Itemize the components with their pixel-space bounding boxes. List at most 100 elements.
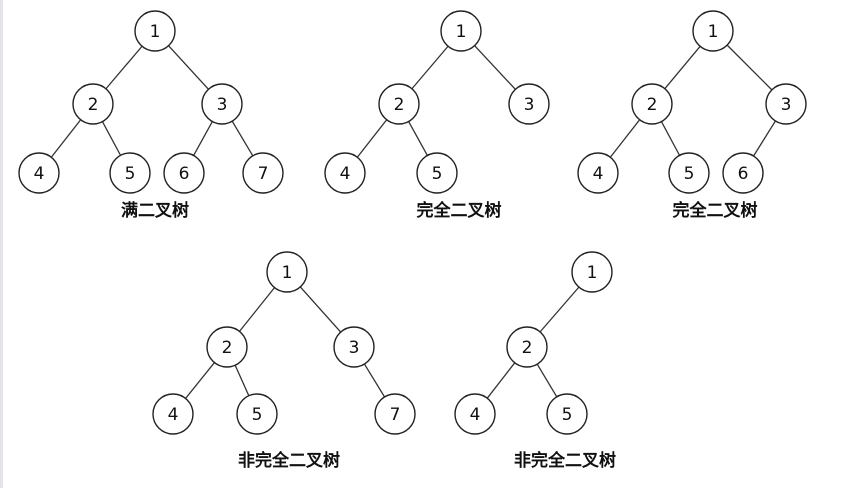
tree-node: 2 bbox=[506, 326, 548, 368]
node-circle bbox=[765, 83, 807, 125]
tree-edge bbox=[105, 45, 143, 90]
tree-edge bbox=[536, 363, 558, 398]
tree-edge bbox=[411, 45, 449, 90]
node-label: 5 bbox=[432, 164, 443, 184]
tree-edge bbox=[726, 44, 773, 91]
tree-edge bbox=[609, 119, 641, 158]
tree-node: 2 bbox=[206, 326, 248, 368]
tree-node: 6 bbox=[163, 152, 205, 194]
node-label: 2 bbox=[647, 95, 658, 115]
node-label: 1 bbox=[587, 263, 598, 283]
tree-edge bbox=[168, 45, 209, 90]
tree-node: 5 bbox=[109, 152, 151, 194]
tree-node: 4 bbox=[324, 152, 366, 194]
node-circle bbox=[236, 393, 278, 435]
node-circle bbox=[242, 152, 284, 194]
node-label: 1 bbox=[456, 22, 467, 42]
node-circle bbox=[440, 10, 482, 52]
tree-node: 5 bbox=[668, 152, 710, 194]
node-circle bbox=[333, 326, 375, 368]
node-circle bbox=[454, 393, 496, 435]
tree-caption: 非完全二叉树 bbox=[514, 450, 616, 471]
tree-node: 1 bbox=[571, 251, 613, 293]
node-circle bbox=[374, 393, 416, 435]
node-label: 4 bbox=[593, 164, 604, 184]
tree-node: 4 bbox=[18, 152, 60, 194]
tree-edge bbox=[356, 119, 388, 158]
node-circle bbox=[631, 83, 673, 125]
node-label: 3 bbox=[349, 338, 360, 358]
node-circle bbox=[508, 83, 550, 125]
left-border bbox=[0, 0, 3, 488]
node-label: 5 bbox=[252, 405, 263, 425]
tree-node: 5 bbox=[416, 152, 458, 194]
node-circle bbox=[266, 251, 308, 293]
tree-caption: 满二叉树 bbox=[121, 200, 189, 221]
node-label: 5 bbox=[684, 164, 695, 184]
tree-node: 3 bbox=[765, 83, 807, 125]
tree-node: 2 bbox=[631, 83, 673, 125]
tree-node: 6 bbox=[722, 152, 764, 194]
node-label: 2 bbox=[522, 338, 533, 358]
tree-node: 3 bbox=[201, 83, 243, 125]
tree-node: 5 bbox=[236, 393, 278, 435]
tree-edge bbox=[185, 362, 215, 399]
node-circle bbox=[324, 152, 366, 194]
node-label: 3 bbox=[524, 95, 535, 115]
node-label: 4 bbox=[168, 405, 179, 425]
tree-edge bbox=[50, 119, 82, 158]
tree-edge bbox=[231, 120, 254, 157]
node-label: 3 bbox=[781, 95, 792, 115]
tree-edge bbox=[539, 286, 580, 333]
node-circle bbox=[378, 83, 420, 125]
node-label: 2 bbox=[222, 338, 233, 358]
node-circle bbox=[206, 326, 248, 368]
node-circle bbox=[134, 10, 176, 52]
tree-node: 3 bbox=[508, 83, 550, 125]
node-label: 3 bbox=[217, 95, 228, 115]
node-label: 2 bbox=[88, 95, 99, 115]
node-label: 2 bbox=[394, 95, 405, 115]
tree-edge bbox=[299, 286, 342, 333]
node-circle bbox=[152, 393, 194, 435]
tree-node: 7 bbox=[242, 152, 284, 194]
node-label: 4 bbox=[470, 405, 481, 425]
tree-caption: 非完全二叉树 bbox=[238, 450, 340, 471]
node-label: 7 bbox=[390, 405, 401, 425]
captions: 满二叉树完全二叉树完全二叉树非完全二叉树非完全二叉树 bbox=[121, 200, 758, 471]
tree-node: 7 bbox=[374, 393, 416, 435]
tree-node: 4 bbox=[454, 393, 496, 435]
edges bbox=[50, 44, 776, 399]
node-circle bbox=[692, 10, 734, 52]
tree-node: 3 bbox=[333, 326, 375, 368]
tree-edge bbox=[193, 121, 213, 156]
tree-node: 5 bbox=[546, 393, 588, 435]
tree-node: 2 bbox=[72, 83, 114, 125]
tree-node: 4 bbox=[577, 152, 619, 194]
node-circle bbox=[577, 152, 619, 194]
tree-edge bbox=[664, 45, 701, 90]
node-circle bbox=[571, 251, 613, 293]
node-label: 5 bbox=[562, 405, 573, 425]
tree-edge bbox=[408, 121, 428, 156]
tree-edge bbox=[363, 363, 386, 398]
node-label: 4 bbox=[340, 164, 351, 184]
node-circle bbox=[668, 152, 710, 194]
tree-node: 1 bbox=[266, 251, 308, 293]
tree-node: 2 bbox=[378, 83, 420, 125]
tree-edge bbox=[238, 287, 276, 332]
tree-node: 1 bbox=[692, 10, 734, 52]
node-label: 4 bbox=[34, 164, 45, 184]
node-circle bbox=[18, 152, 60, 194]
tree-edge bbox=[101, 121, 122, 156]
node-circle bbox=[506, 326, 548, 368]
node-label: 1 bbox=[708, 22, 719, 42]
node-circle bbox=[416, 152, 458, 194]
tree-caption: 完全二叉树 bbox=[417, 200, 502, 221]
tree-edge bbox=[474, 45, 516, 90]
node-circle bbox=[163, 152, 205, 194]
node-label: 1 bbox=[282, 263, 293, 283]
